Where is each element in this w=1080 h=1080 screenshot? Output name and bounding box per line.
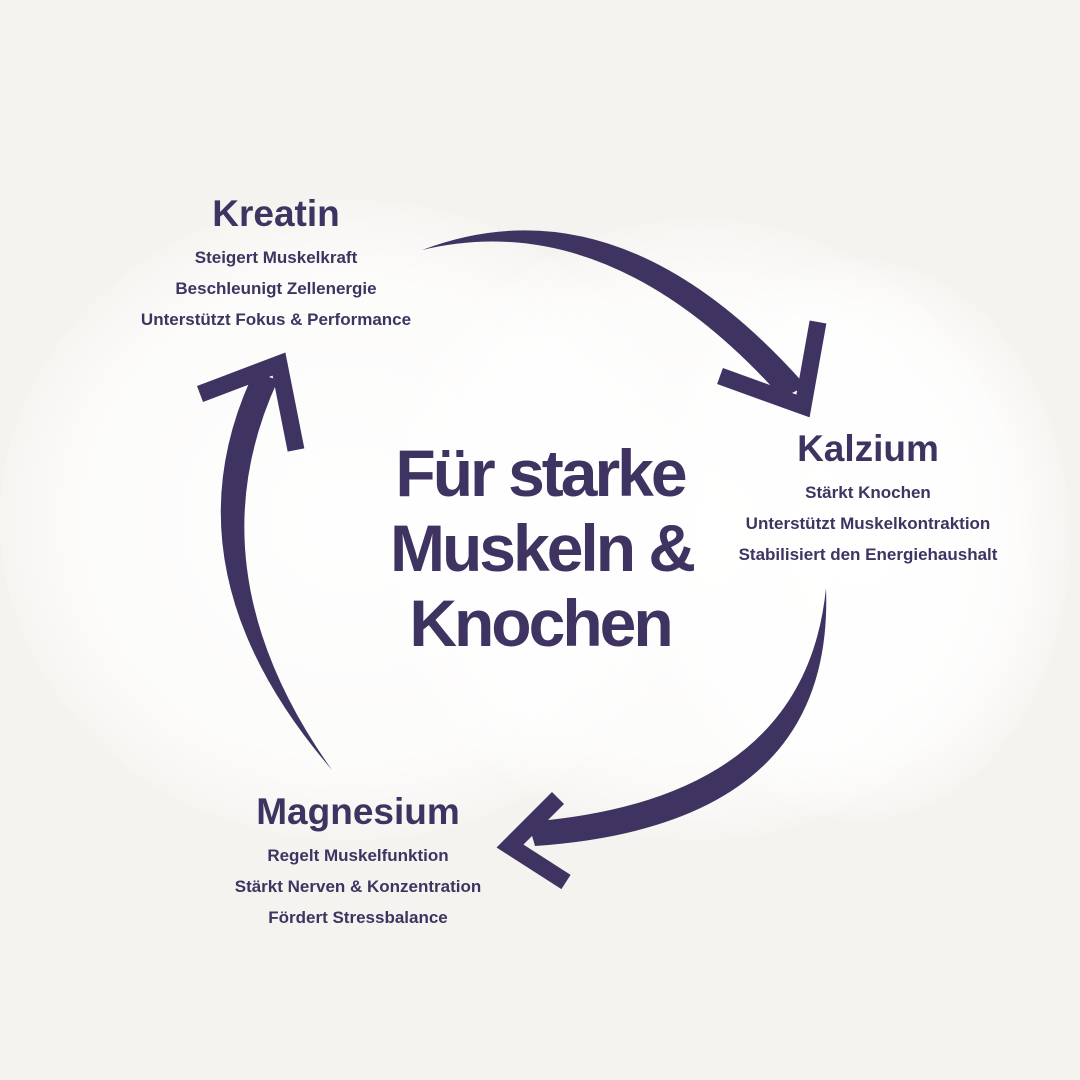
node-title: Magnesium	[256, 791, 460, 832]
node-title: Kalzium	[797, 428, 939, 469]
benefit: Beschleunigt Zellenergie	[175, 279, 377, 298]
arrowhead-icon	[717, 320, 827, 418]
benefit: Regelt Muskelfunktion	[267, 846, 449, 865]
arrow-magnesium-to-kreatin	[220, 372, 332, 770]
benefit: Stabilisiert den Energiehaushalt	[738, 545, 998, 564]
benefit: Unterstützt Muskelkontraktion	[745, 514, 991, 533]
node-kalzium: Kalzium Stärkt Knochen Unterstützt Muske…	[739, 427, 998, 570]
arrow-kreatin-to-kalzium	[422, 230, 806, 398]
title-line: Muskeln &	[390, 511, 696, 585]
title-line: Knochen	[409, 586, 673, 660]
benefit: Steigert Muskelkraft	[194, 248, 358, 267]
powder-smear	[650, 260, 1070, 820]
benefit: Stärkt Nerven & Konzentration	[234, 877, 482, 896]
arrow-kalzium-to-magnesium	[528, 588, 827, 846]
node-magnesium: Magnesium Regelt Muskelfunktion Stärkt N…	[235, 790, 482, 933]
benefit: Unterstützt Fokus & Performance	[140, 310, 412, 329]
center-title: Für starke Muskeln & Knochen	[390, 436, 696, 661]
benefit: Fördert Stressbalance	[268, 908, 448, 927]
node-kreatin: Kreatin Steigert Muskelkraft Beschleunig…	[141, 192, 411, 335]
node-title: Kreatin	[212, 193, 340, 234]
arrowhead-icon	[496, 791, 571, 890]
arrowhead-icon	[196, 352, 305, 452]
benefit: Stärkt Knochen	[805, 483, 931, 502]
title-line: Für starke	[395, 436, 687, 510]
